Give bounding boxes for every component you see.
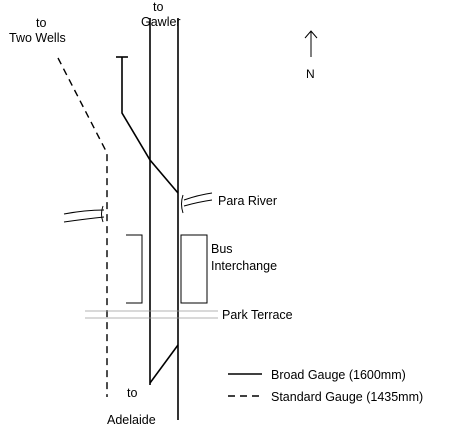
river-west-bank-lower — [63, 216, 105, 223]
north-label: N — [306, 67, 315, 81]
to-gawler-label-line2: Gawler — [141, 15, 181, 29]
legend: Broad Gauge (1600mm) Standard Gauge (143… — [228, 368, 423, 404]
bus-interchange — [126, 234, 208, 304]
to-adelaide-label-line2: Adelaide — [107, 413, 156, 427]
para-river — [63, 192, 213, 223]
broad-siding — [121, 57, 179, 194]
north-arrow-head — [304, 30, 318, 39]
to-adelaide-label-line1: to — [127, 386, 137, 400]
river-west-bank-upper — [63, 209, 105, 215]
park-terrace-label: Park Terrace — [222, 308, 293, 322]
bridge-east-bracket — [181, 194, 184, 214]
legend-broad-gauge-label: Broad Gauge (1600mm) — [271, 368, 406, 382]
bus-interchange-label-line1: Bus — [211, 242, 233, 256]
legend-standard-gauge-label: Standard Gauge (1435mm) — [271, 390, 423, 404]
para-river-label: Para River — [218, 194, 277, 208]
north-arrow: N — [304, 30, 318, 81]
to-gawler-label-line1: to — [153, 0, 163, 14]
standard-track — [57, 57, 108, 397]
broad-gauge-tracks — [116, 18, 179, 420]
park-terrace-road — [85, 310, 218, 319]
river-east-bank-upper — [183, 192, 213, 201]
south-crossover — [149, 344, 179, 384]
bus-interchange-label-line2: Interchange — [211, 259, 277, 273]
platform-west — [126, 234, 143, 304]
platform-east — [180, 234, 208, 304]
standard-gauge-track — [57, 57, 108, 397]
to-two-wells-label-line2: Two Wells — [9, 31, 66, 45]
to-two-wells-label-line1: to — [36, 16, 46, 30]
river-east-bank-lower — [183, 199, 213, 207]
bridge-west-bracket — [101, 205, 104, 223]
